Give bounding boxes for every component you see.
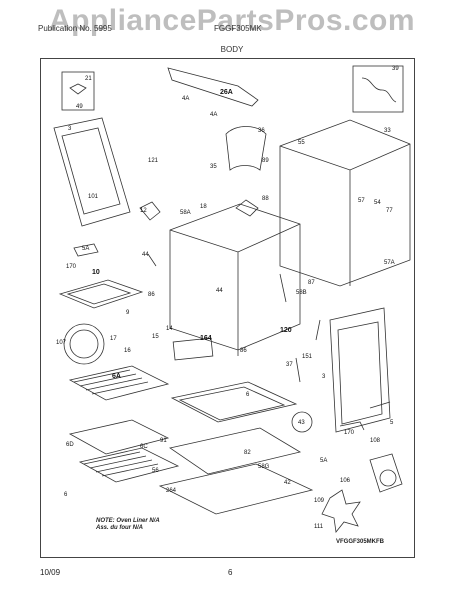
label-86: 86 xyxy=(148,292,155,298)
label-87: 87 xyxy=(308,280,315,286)
label-12: 12 xyxy=(140,208,147,214)
label-42: 42 xyxy=(284,480,291,486)
note-line-2: Ass. du four N/A xyxy=(96,525,144,531)
label-54: 54 xyxy=(374,200,381,206)
label-21: 21 xyxy=(85,76,92,82)
label-36: 36 xyxy=(258,128,265,134)
label-264: 264 xyxy=(166,488,177,494)
label-5A: 5A xyxy=(82,246,89,252)
label-121: 121 xyxy=(148,158,159,164)
label-10: 10 xyxy=(92,269,100,276)
label-39: 39 xyxy=(392,66,399,72)
diagram-frame xyxy=(40,58,415,558)
label-6C: 6C xyxy=(140,444,148,450)
footer-date: 10/09 xyxy=(40,568,61,577)
label-44: 44 xyxy=(142,252,149,258)
label-57A: 57A xyxy=(384,260,395,266)
label-111: 111 xyxy=(314,524,324,530)
label-43: 43 xyxy=(298,420,305,426)
label-3-2: 3 xyxy=(322,374,326,380)
label-57: 57 xyxy=(358,198,365,204)
label-44-2: 44 xyxy=(216,288,223,294)
label-5A-2: 5A xyxy=(320,458,327,464)
exploded-parts-diagram: 21 49 4A 26A 4A 36 39 3 121 35 89 55 33 … xyxy=(53,65,411,533)
note-line-1: NOTE: Oven Liner N/A xyxy=(96,518,160,524)
label-164: 164 xyxy=(200,335,212,342)
label-4A-2: 4A xyxy=(210,112,217,118)
label-49: 49 xyxy=(76,104,83,110)
label-6D: 6D xyxy=(66,442,74,448)
label-120: 120 xyxy=(280,327,292,334)
label-37: 37 xyxy=(286,362,293,368)
label-6: 6 xyxy=(246,392,250,398)
label-88: 88 xyxy=(262,196,269,202)
label-6A: 6A xyxy=(112,373,121,380)
model-number: FGGF305MK xyxy=(214,24,262,33)
label-89: 89 xyxy=(262,158,269,164)
label-86-2: 86 xyxy=(240,348,247,354)
footer-page-number: 6 xyxy=(228,568,233,577)
label-58A: 58A xyxy=(180,210,191,216)
label-26A: 26A xyxy=(220,89,233,96)
label-4A: 4A xyxy=(182,96,189,102)
label-91: 91 xyxy=(160,438,167,444)
label-9: 9 xyxy=(126,310,130,316)
label-58G: 58G xyxy=(258,464,270,470)
label-109: 109 xyxy=(314,498,325,504)
label-18: 18 xyxy=(200,204,207,210)
watermark-logo: AppliancePartsPros.com xyxy=(48,4,416,37)
label-6-2: 6 xyxy=(64,492,68,498)
section-title: BODY xyxy=(220,45,244,54)
label-16: 16 xyxy=(124,348,131,354)
label-82: 82 xyxy=(244,450,251,456)
label-17: 17 xyxy=(110,336,117,342)
label-108: 108 xyxy=(370,438,381,444)
label-58B: 58B xyxy=(296,290,307,296)
diagram-model-code: VFGGF305MKFB xyxy=(336,539,385,545)
label-151: 151 xyxy=(302,354,313,360)
oven-liner-note: NOTE: Oven Liner N/A Ass. du four N/A xyxy=(96,518,160,532)
label-15: 15 xyxy=(152,334,159,340)
label-101: 101 xyxy=(88,194,99,200)
label-56: 56 xyxy=(152,468,159,474)
label-33: 33 xyxy=(384,128,391,134)
label-55: 55 xyxy=(298,140,305,146)
label-77: 77 xyxy=(386,208,393,214)
label-14: 14 xyxy=(166,326,173,332)
publication-number: Publication No. 5995 xyxy=(38,24,112,33)
label-107: 107 xyxy=(56,340,67,346)
label-3: 3 xyxy=(68,126,72,132)
label-170-2: 170 xyxy=(344,430,355,436)
label-5: 5 xyxy=(390,420,394,426)
label-35: 35 xyxy=(210,164,217,170)
label-106: 106 xyxy=(340,478,351,484)
label-170: 170 xyxy=(66,264,77,270)
